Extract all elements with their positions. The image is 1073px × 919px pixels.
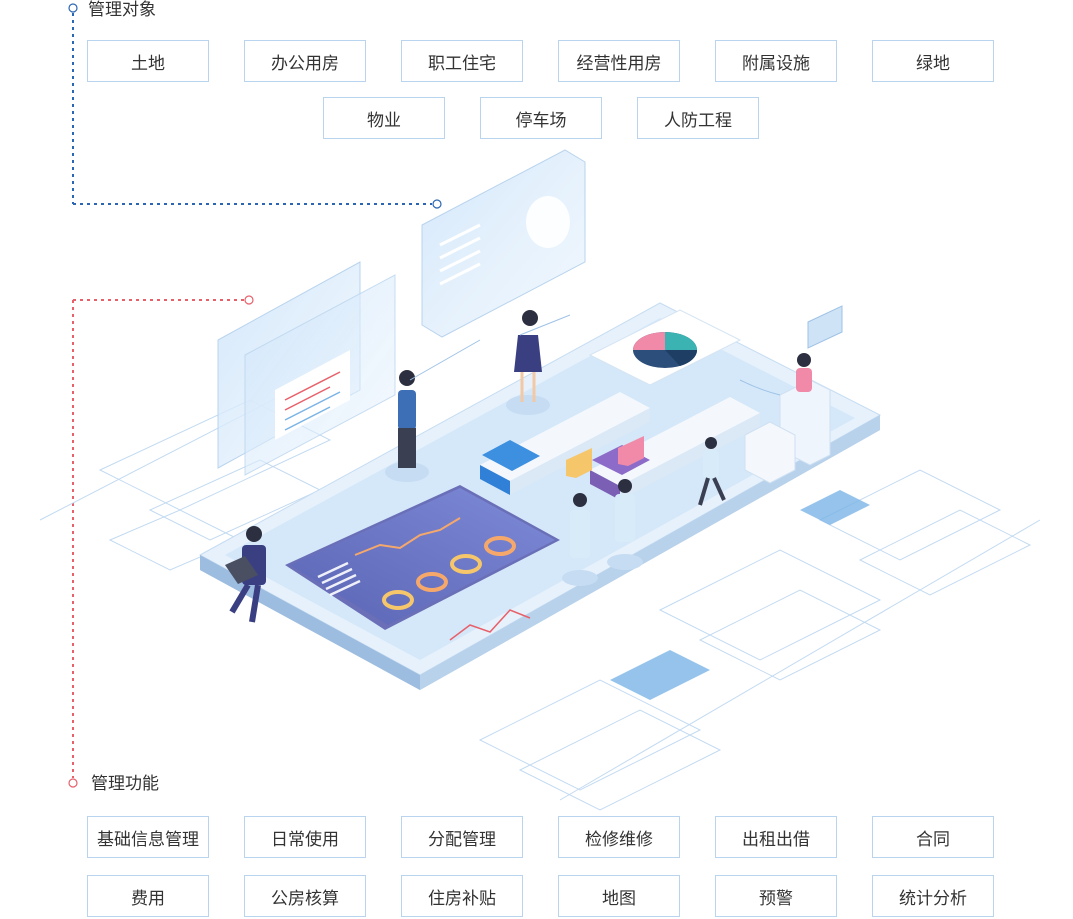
objects-section-title: 管理对象 bbox=[88, 0, 156, 20]
object-tag-staff-housing[interactable]: 职工住宅 bbox=[401, 40, 523, 82]
function-tag-allocation[interactable]: 分配管理 bbox=[401, 816, 523, 858]
object-tag-property[interactable]: 物业 bbox=[323, 97, 445, 139]
function-tag-accounting[interactable]: 公房核算 bbox=[244, 875, 366, 917]
function-tag-warning[interactable]: 预警 bbox=[715, 875, 837, 917]
function-tag-contract[interactable]: 合同 bbox=[872, 816, 994, 858]
function-tag-lease[interactable]: 出租出借 bbox=[715, 816, 837, 858]
object-tag-commercial[interactable]: 经营性用房 bbox=[558, 40, 680, 82]
object-tag-greenland[interactable]: 绿地 bbox=[872, 40, 994, 82]
function-tag-statistics[interactable]: 统计分析 bbox=[872, 875, 994, 917]
function-tag-subsidy[interactable]: 住房补贴 bbox=[401, 875, 523, 917]
object-tag-office[interactable]: 办公用房 bbox=[244, 40, 366, 82]
function-tag-daily-use[interactable]: 日常使用 bbox=[244, 816, 366, 858]
object-tag-land[interactable]: 土地 bbox=[87, 40, 209, 82]
object-tag-civil-defense[interactable]: 人防工程 bbox=[637, 97, 759, 139]
functions-section-title: 管理功能 bbox=[91, 774, 159, 794]
function-tag-map[interactable]: 地图 bbox=[558, 875, 680, 917]
function-tag-basic-info[interactable]: 基础信息管理 bbox=[87, 816, 209, 858]
object-tag-facilities[interactable]: 附属设施 bbox=[715, 40, 837, 82]
function-tag-maintenance[interactable]: 检修维修 bbox=[558, 816, 680, 858]
object-tag-parking[interactable]: 停车场 bbox=[480, 97, 602, 139]
function-tag-fees[interactable]: 费用 bbox=[87, 875, 209, 917]
